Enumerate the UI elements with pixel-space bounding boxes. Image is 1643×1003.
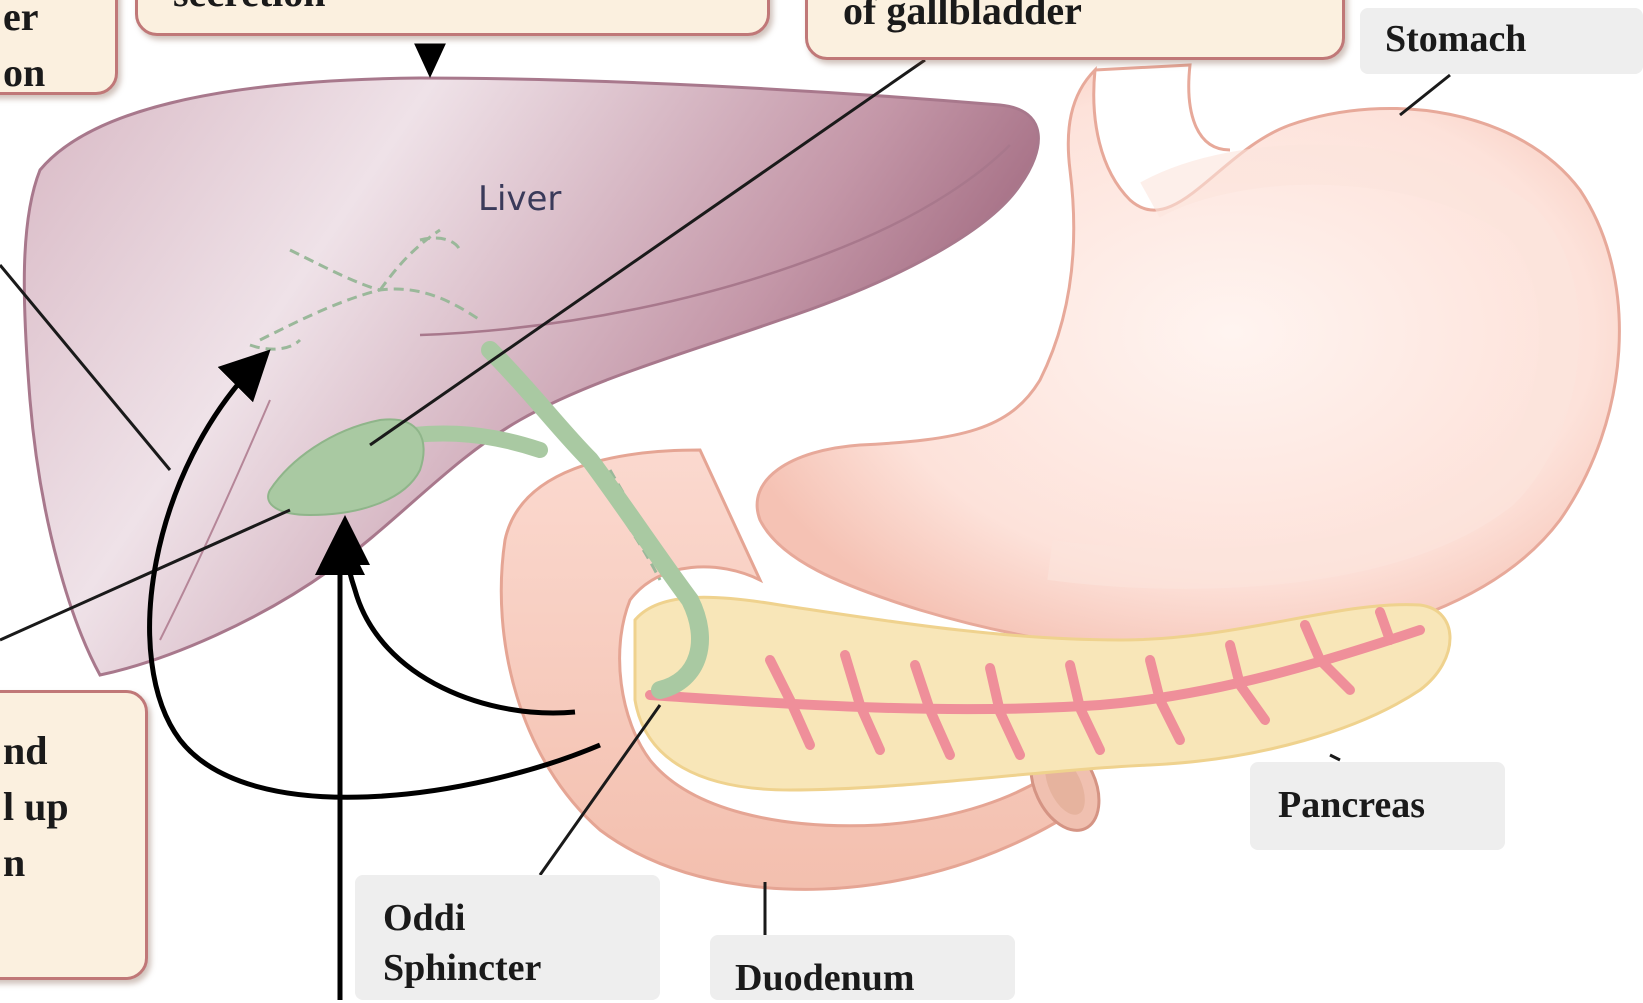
pancreas-label: Pancreas bbox=[1250, 762, 1505, 850]
oddi-sphincter-label-line-1: Oddi bbox=[383, 893, 660, 943]
secretion-callout: secretion bbox=[135, 0, 770, 36]
duodenum-label-text: Duodenum bbox=[735, 953, 1015, 1003]
liver-label: Liver bbox=[478, 179, 561, 219]
duodenum-label: Duodenum bbox=[710, 935, 1015, 1000]
top-left-callout: er on bbox=[0, 0, 118, 95]
pancreas-label-text: Pancreas bbox=[1278, 780, 1505, 830]
gallbladder-callout: of gallbladder bbox=[805, 0, 1345, 60]
stomach-label-text: Stomach bbox=[1385, 14, 1643, 64]
bottom-left-callout-line-2: l up bbox=[3, 779, 145, 835]
top-left-callout-line-1: er bbox=[3, 0, 115, 45]
bottom-left-callout: nd l up n bbox=[0, 690, 148, 980]
bottom-left-callout-line-3: n bbox=[3, 835, 145, 891]
bottom-left-callout-line-1: nd bbox=[3, 723, 145, 779]
top-left-callout-line-2: on bbox=[3, 45, 115, 95]
gallbladder-callout-text: of gallbladder bbox=[843, 0, 1342, 39]
oddi-sphincter-label: Oddi Sphincter bbox=[355, 875, 660, 1000]
stomach-label: Stomach bbox=[1360, 8, 1643, 74]
oddi-sphincter-label-line-2: Sphincter bbox=[383, 943, 660, 993]
secretion-callout-text: secretion bbox=[173, 0, 767, 21]
